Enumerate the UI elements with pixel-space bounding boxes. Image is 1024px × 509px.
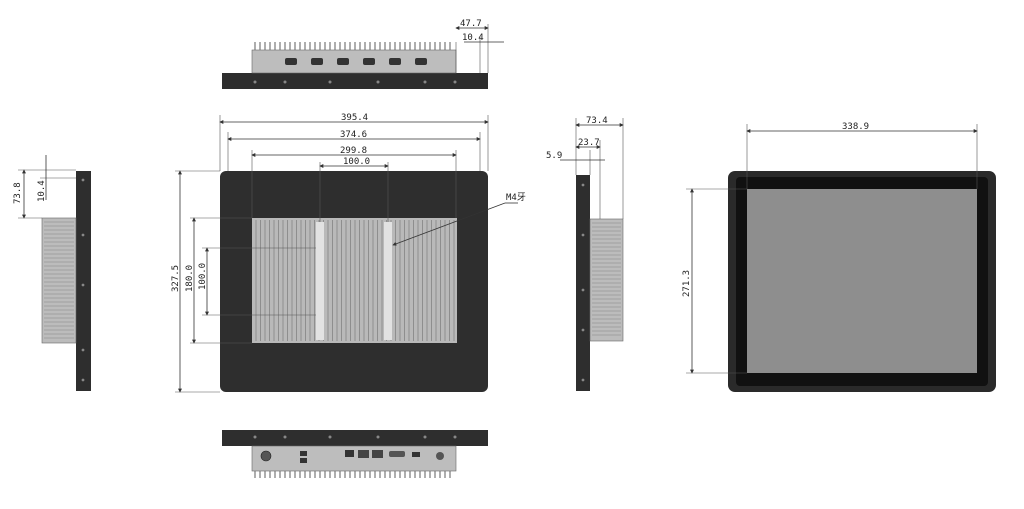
dim-rear-180-0: 180.0 — [185, 265, 195, 292]
top-view-frame-bar — [222, 73, 488, 89]
rear-view-vesa-bracket-left — [316, 222, 324, 340]
dim-front-338-9: 338.9 — [842, 122, 869, 132]
dim-front-271-3: 271.3 — [682, 270, 692, 297]
right-side-view: 73.4 23.7 5.9 — [546, 116, 624, 391]
bottom-view — [222, 430, 488, 478]
dim-rear-327-5: 327.5 — [171, 265, 181, 292]
dim-right-23-7: 23.7 — [578, 138, 600, 148]
label-m4-screw: M4牙 — [506, 192, 526, 203]
serial-port — [337, 58, 349, 65]
left-side-fins — [44, 221, 74, 339]
bottom-view-frame-bar — [222, 430, 488, 446]
dim-right-73-4: 73.4 — [586, 116, 608, 126]
serial-port — [285, 58, 297, 65]
left-side-view: 73.8 10.4 — [13, 155, 91, 391]
rear-view-fins — [255, 220, 455, 341]
dim-left-10-4: 10.4 — [37, 180, 47, 202]
serial-port — [415, 58, 427, 65]
dim-rear-374-6: 374.6 — [340, 130, 367, 140]
bottom-view-ports — [260, 450, 444, 463]
bottom-view-screw-dots — [253, 435, 457, 439]
left-side-body — [41, 217, 77, 344]
dim-rear-100-0-h: 100.0 — [343, 157, 370, 167]
right-side-fins — [592, 222, 621, 336]
right-side-frame — [576, 175, 590, 391]
right-side-screw-dots — [581, 183, 585, 382]
top-view: 47.7 10.4 — [222, 19, 504, 89]
dim-left-73-8: 73.8 — [13, 182, 23, 204]
dim-top-47-7: 47.7 — [460, 19, 482, 29]
dim-rear-100-0-v: 100.0 — [198, 263, 208, 290]
rear-view: 395.4 374.6 299.8 100.0 327.5 180.0 100.… — [171, 113, 526, 393]
dim-rear-299-8: 299.8 — [340, 146, 367, 156]
front-view-screen — [747, 189, 977, 373]
serial-port — [389, 58, 401, 65]
top-view-screw-dots — [253, 80, 457, 84]
dim-top-10-4: 10.4 — [462, 33, 484, 43]
bottom-view-heatsink-body — [251, 445, 457, 472]
bottom-view-fins — [254, 471, 451, 478]
dim-right-5-9: 5.9 — [546, 151, 562, 161]
dim-rear-395-4: 395.4 — [341, 113, 368, 123]
rear-view-vesa-bracket-right — [384, 222, 392, 340]
front-view: 338.9 271.3 — [682, 122, 996, 392]
top-view-fins — [254, 42, 451, 50]
serial-port — [363, 58, 375, 65]
serial-port — [311, 58, 323, 65]
left-side-frame — [76, 171, 91, 391]
left-side-screw-dots — [81, 178, 85, 382]
top-view-ports — [285, 58, 427, 65]
